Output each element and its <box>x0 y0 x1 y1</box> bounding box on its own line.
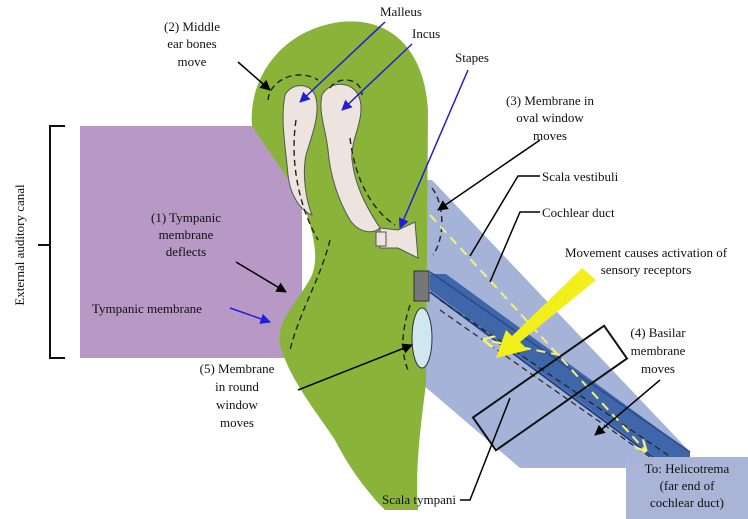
label-incus: Incus <box>412 26 440 41</box>
arrow-scala-tympani <box>460 397 511 501</box>
label-basilar-2: membrane <box>631 343 686 358</box>
oval-window-dashed <box>431 187 443 256</box>
arrow-middle-ear-bones <box>237 61 271 91</box>
label-oval-window-1: (3) Membrane in <box>506 93 595 108</box>
label-external-auditory-canal: External auditory canal <box>12 184 27 306</box>
label-oval-window-2: oval window <box>516 110 584 125</box>
label-tympanic-membrane: Tympanic membrane <box>92 301 202 316</box>
label-cochlear-duct: Cochlear duct <box>542 205 615 220</box>
arrow-scala-vestibuli <box>469 175 540 257</box>
label-middle-ear-bones-2: ear bones <box>167 36 216 51</box>
sensory-receptor-box <box>413 270 430 302</box>
arrow-round-window <box>297 343 413 391</box>
arrow-oval-window <box>437 139 541 211</box>
fluid-path-yellow <box>429 214 645 450</box>
canal-bracket <box>49 125 65 359</box>
label-stapes: Stapes <box>455 50 489 65</box>
label-helicotrema-3: cochlear duct) <box>650 495 724 510</box>
round-window <box>411 307 433 369</box>
cochlea-body <box>422 180 690 468</box>
arrow-malleus <box>299 21 386 103</box>
arrow-tympanic-membrane <box>229 307 271 324</box>
label-round-window-4: moves <box>220 415 254 430</box>
label-helicotrema-2: (far end of <box>660 478 716 493</box>
malleus-bone <box>282 85 318 216</box>
tympanic-dashed <box>289 239 411 371</box>
label-round-window-1: (5) Membrane <box>200 361 275 376</box>
label-malleus: Malleus <box>380 4 422 19</box>
label-round-window-2: in round <box>215 379 259 394</box>
label-oval-window-3: moves <box>533 128 567 143</box>
arrow-stapes <box>398 69 469 229</box>
label-tympanic-deflects-2: membrane <box>159 227 214 242</box>
basilar-membrane-line <box>429 291 669 469</box>
label-tympanic-deflects-1: (1) Tympanic <box>151 210 221 225</box>
label-basilar-3: moves <box>641 361 675 376</box>
stapes-bone <box>379 221 419 259</box>
label-round-window-3: window <box>216 397 259 412</box>
basilar-membrane-box <box>471 324 629 452</box>
stapes-head <box>375 231 387 247</box>
label-activation-1: Movement causes activation of <box>565 245 728 260</box>
arrow-cochlear-duct <box>489 211 540 283</box>
external-auditory-canal <box>80 126 302 358</box>
bones-dashed-outline <box>267 74 396 241</box>
label-tympanic-deflects-3: deflects <box>166 244 206 259</box>
label-middle-ear-bones-3: move <box>178 54 207 69</box>
arrow-tympanic-deflects <box>235 261 287 293</box>
label-basilar-1: (4) Basilar <box>630 325 686 340</box>
reissner-membrane-line <box>429 271 691 453</box>
cochlear-duct <box>430 274 690 468</box>
label-scala-tympani: Scala tympani <box>382 492 456 507</box>
arrow-incus <box>341 43 413 111</box>
label-scala-vestibuli: Scala vestibuli <box>542 169 619 184</box>
activation-arrow <box>496 268 596 358</box>
label-middle-ear-bones-1: (2) Middle <box>164 19 220 34</box>
helicotrema-box <box>626 457 748 519</box>
label-activation-2: sensory receptors <box>601 262 692 277</box>
arrow-basilar <box>594 379 661 436</box>
label-helicotrema-1: To: Helicotrema <box>645 461 730 476</box>
